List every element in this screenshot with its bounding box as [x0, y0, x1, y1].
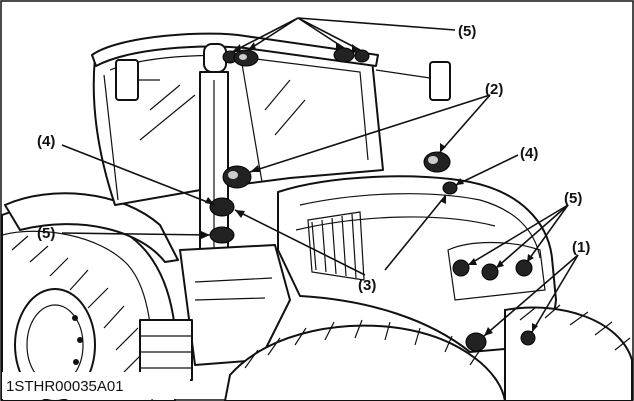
callout-1: (1)	[572, 239, 590, 256]
left-tail-lamp	[209, 226, 235, 244]
tractor-illustration	[1, 32, 633, 401]
front-left-tire	[223, 319, 507, 401]
figure-code: 1STHR00035A01	[2, 372, 190, 399]
lower-lamp-1	[465, 332, 487, 352]
callout-3: (3)	[358, 277, 376, 294]
cab-base	[139, 244, 291, 381]
front-right-tire	[504, 304, 633, 401]
leader-lines	[61, 17, 579, 337]
rear-fender	[4, 192, 179, 263]
callout-5-top: (5)	[458, 23, 476, 40]
grille-lamp-3	[515, 259, 533, 277]
roof-lamp-3	[333, 47, 355, 63]
callout-2: (2)	[485, 81, 503, 98]
light-post	[199, 43, 229, 253]
engine-hood	[277, 175, 557, 353]
left-mirror	[115, 59, 160, 101]
grille-lamp-2	[481, 263, 499, 281]
right-turn-lamp	[442, 181, 458, 195]
arrowheads	[201, 42, 538, 336]
callout-5-right: (5)	[564, 190, 582, 207]
figure-code-text: 1STHR00035A01	[6, 378, 124, 395]
grille-lamp-1	[452, 259, 470, 277]
lower-lamp-2	[520, 330, 536, 346]
callout-4-left: (4)	[37, 133, 55, 150]
right-mirror	[375, 61, 451, 101]
roof-lamp-4	[354, 49, 370, 63]
lamps	[209, 47, 536, 352]
callout-5-left: (5)	[37, 225, 55, 242]
left-turn-lamp	[209, 197, 235, 217]
callout-4-right: (4)	[520, 145, 538, 162]
